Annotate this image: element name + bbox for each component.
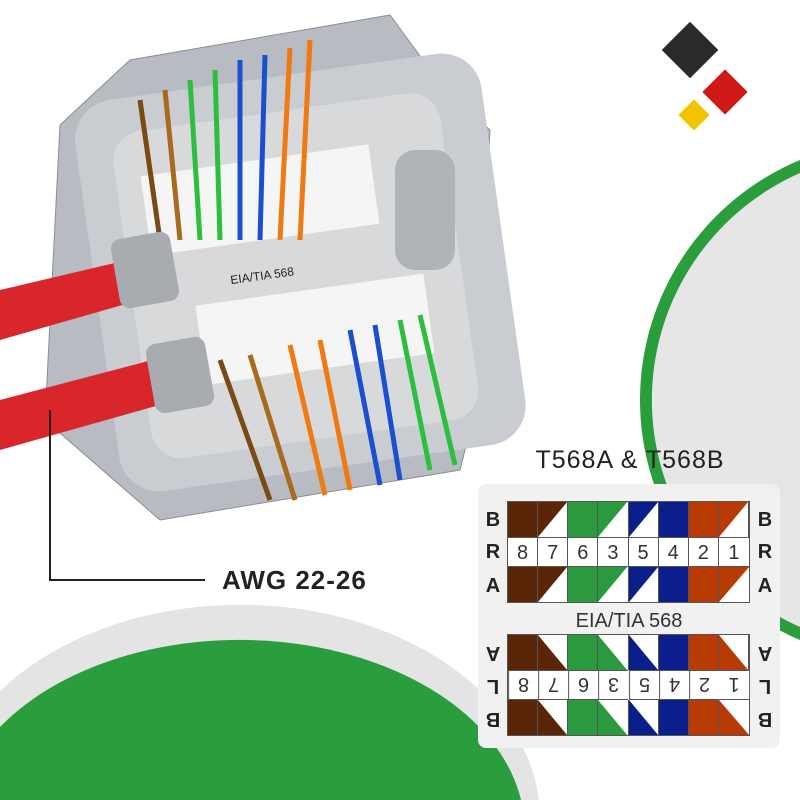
green-blob bbox=[0, 639, 521, 800]
wire-color-cell bbox=[658, 502, 689, 537]
pin-number: 8 bbox=[508, 537, 539, 567]
wire-color-cell bbox=[538, 700, 569, 735]
wire-color-cell bbox=[688, 502, 719, 537]
wire-color-cell bbox=[628, 567, 659, 602]
brand-logo bbox=[661, 21, 748, 131]
wire-color-cell bbox=[718, 700, 749, 735]
wire-color-cell bbox=[598, 700, 629, 735]
pin-number: 5 bbox=[628, 670, 659, 700]
pin-number: 7 bbox=[538, 537, 569, 567]
wire-color-cell bbox=[538, 502, 569, 537]
pin-number: 1 bbox=[718, 537, 749, 567]
wire-color-cell bbox=[628, 502, 659, 537]
callout-line bbox=[49, 410, 205, 581]
wire-color-cell bbox=[568, 635, 599, 670]
wire-color-cell bbox=[508, 567, 539, 602]
standard-label: EIA/TIA 568 bbox=[575, 610, 683, 632]
wire-color-cell bbox=[508, 635, 539, 670]
wire-color-cell bbox=[658, 567, 689, 602]
red-cable bbox=[0, 350, 195, 450]
pin-number: 3 bbox=[598, 537, 629, 567]
cable-gauge-label: AWG 22-26 bbox=[222, 565, 367, 595]
wire-color-cell bbox=[538, 635, 569, 670]
pin-number: 4 bbox=[658, 670, 689, 700]
wire-color-cell bbox=[688, 700, 719, 735]
pin-number: 3 bbox=[598, 670, 629, 700]
row-label: A bbox=[757, 642, 773, 664]
wire-color-cell bbox=[568, 502, 599, 537]
pin-number: 4 bbox=[658, 537, 689, 567]
pin-number: 2 bbox=[688, 670, 719, 700]
wire-color-cell bbox=[718, 635, 749, 670]
row-label: B bbox=[757, 509, 773, 531]
wire-color-cell bbox=[628, 700, 659, 735]
wire-color-cell bbox=[688, 635, 719, 670]
wire-color-cell bbox=[598, 635, 629, 670]
pin-number: 2 bbox=[688, 537, 719, 567]
wire-color-cell bbox=[598, 567, 629, 602]
pin-number: 6 bbox=[568, 670, 599, 700]
row-label: R bbox=[485, 541, 501, 563]
diagram-title: T568A & T568B bbox=[535, 446, 725, 474]
pin-number: 1 bbox=[718, 670, 749, 700]
row-label: L bbox=[758, 675, 772, 697]
pin-number: 7 bbox=[538, 670, 569, 700]
row-label: B bbox=[757, 708, 773, 730]
wire-color-cell bbox=[688, 567, 719, 602]
keystone-module-photo: EIA/TIA 568 bbox=[0, 14, 526, 521]
wire-color-cell bbox=[658, 635, 689, 670]
wire-color-cell bbox=[508, 700, 539, 735]
wire-color-cell bbox=[598, 502, 629, 537]
wire-color-cell bbox=[568, 567, 599, 602]
wire-color-cell bbox=[628, 635, 659, 670]
pin-number: 5 bbox=[628, 537, 659, 567]
row-label: A bbox=[485, 575, 501, 597]
wire-color-cell bbox=[658, 700, 689, 735]
row-label: A bbox=[757, 575, 773, 597]
wire-color-cell bbox=[538, 567, 569, 602]
pin-number: 8 bbox=[508, 670, 539, 700]
row-label: A bbox=[485, 642, 501, 664]
row-label: B bbox=[485, 509, 501, 531]
wire-color-cell bbox=[718, 567, 749, 602]
pin-number: 6 bbox=[568, 537, 599, 567]
wire-color-cell bbox=[568, 700, 599, 735]
row-label: B bbox=[485, 708, 501, 730]
row-label: L bbox=[486, 675, 500, 697]
wire-color-cell bbox=[718, 502, 749, 537]
row-label: R bbox=[757, 541, 773, 563]
wire-color-cell bbox=[508, 502, 539, 537]
